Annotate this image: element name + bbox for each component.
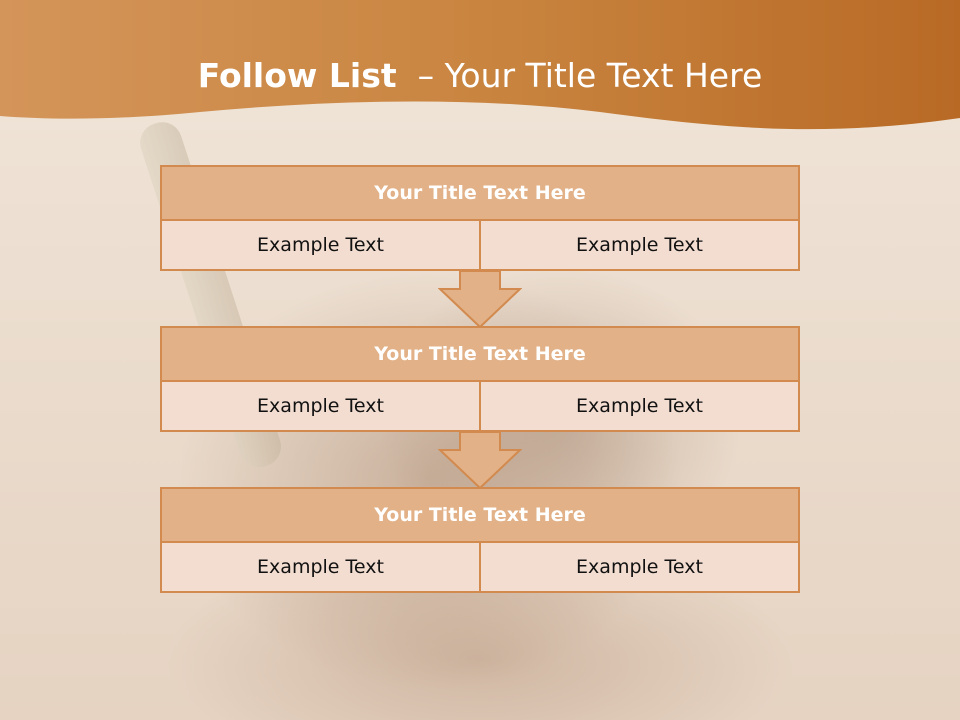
step-cell-left: Example Text [160, 543, 481, 593]
step-cell-right: Example Text [481, 543, 800, 593]
down-arrow-icon [438, 432, 522, 490]
down-arrow-icon [438, 271, 522, 329]
step-cell-left: Example Text [160, 382, 481, 432]
slide-title: Follow List – Your Title Text Here [0, 56, 960, 95]
step-block-3: Your Title Text Here Example Text Exampl… [160, 487, 800, 593]
slide-title-bold: Follow List [197, 56, 397, 95]
step-title: Your Title Text Here [160, 326, 800, 382]
step-cell-right: Example Text [481, 382, 800, 432]
step-block-2: Your Title Text Here Example Text Exampl… [160, 326, 800, 432]
step-cell-left: Example Text [160, 221, 481, 271]
step-title: Your Title Text Here [160, 165, 800, 221]
slide-title-rest: – Your Title Text Here [396, 56, 763, 95]
header-banner [0, 0, 960, 130]
step-cell-right: Example Text [481, 221, 800, 271]
step-block-1: Your Title Text Here Example Text Exampl… [160, 165, 800, 271]
step-title: Your Title Text Here [160, 487, 800, 543]
